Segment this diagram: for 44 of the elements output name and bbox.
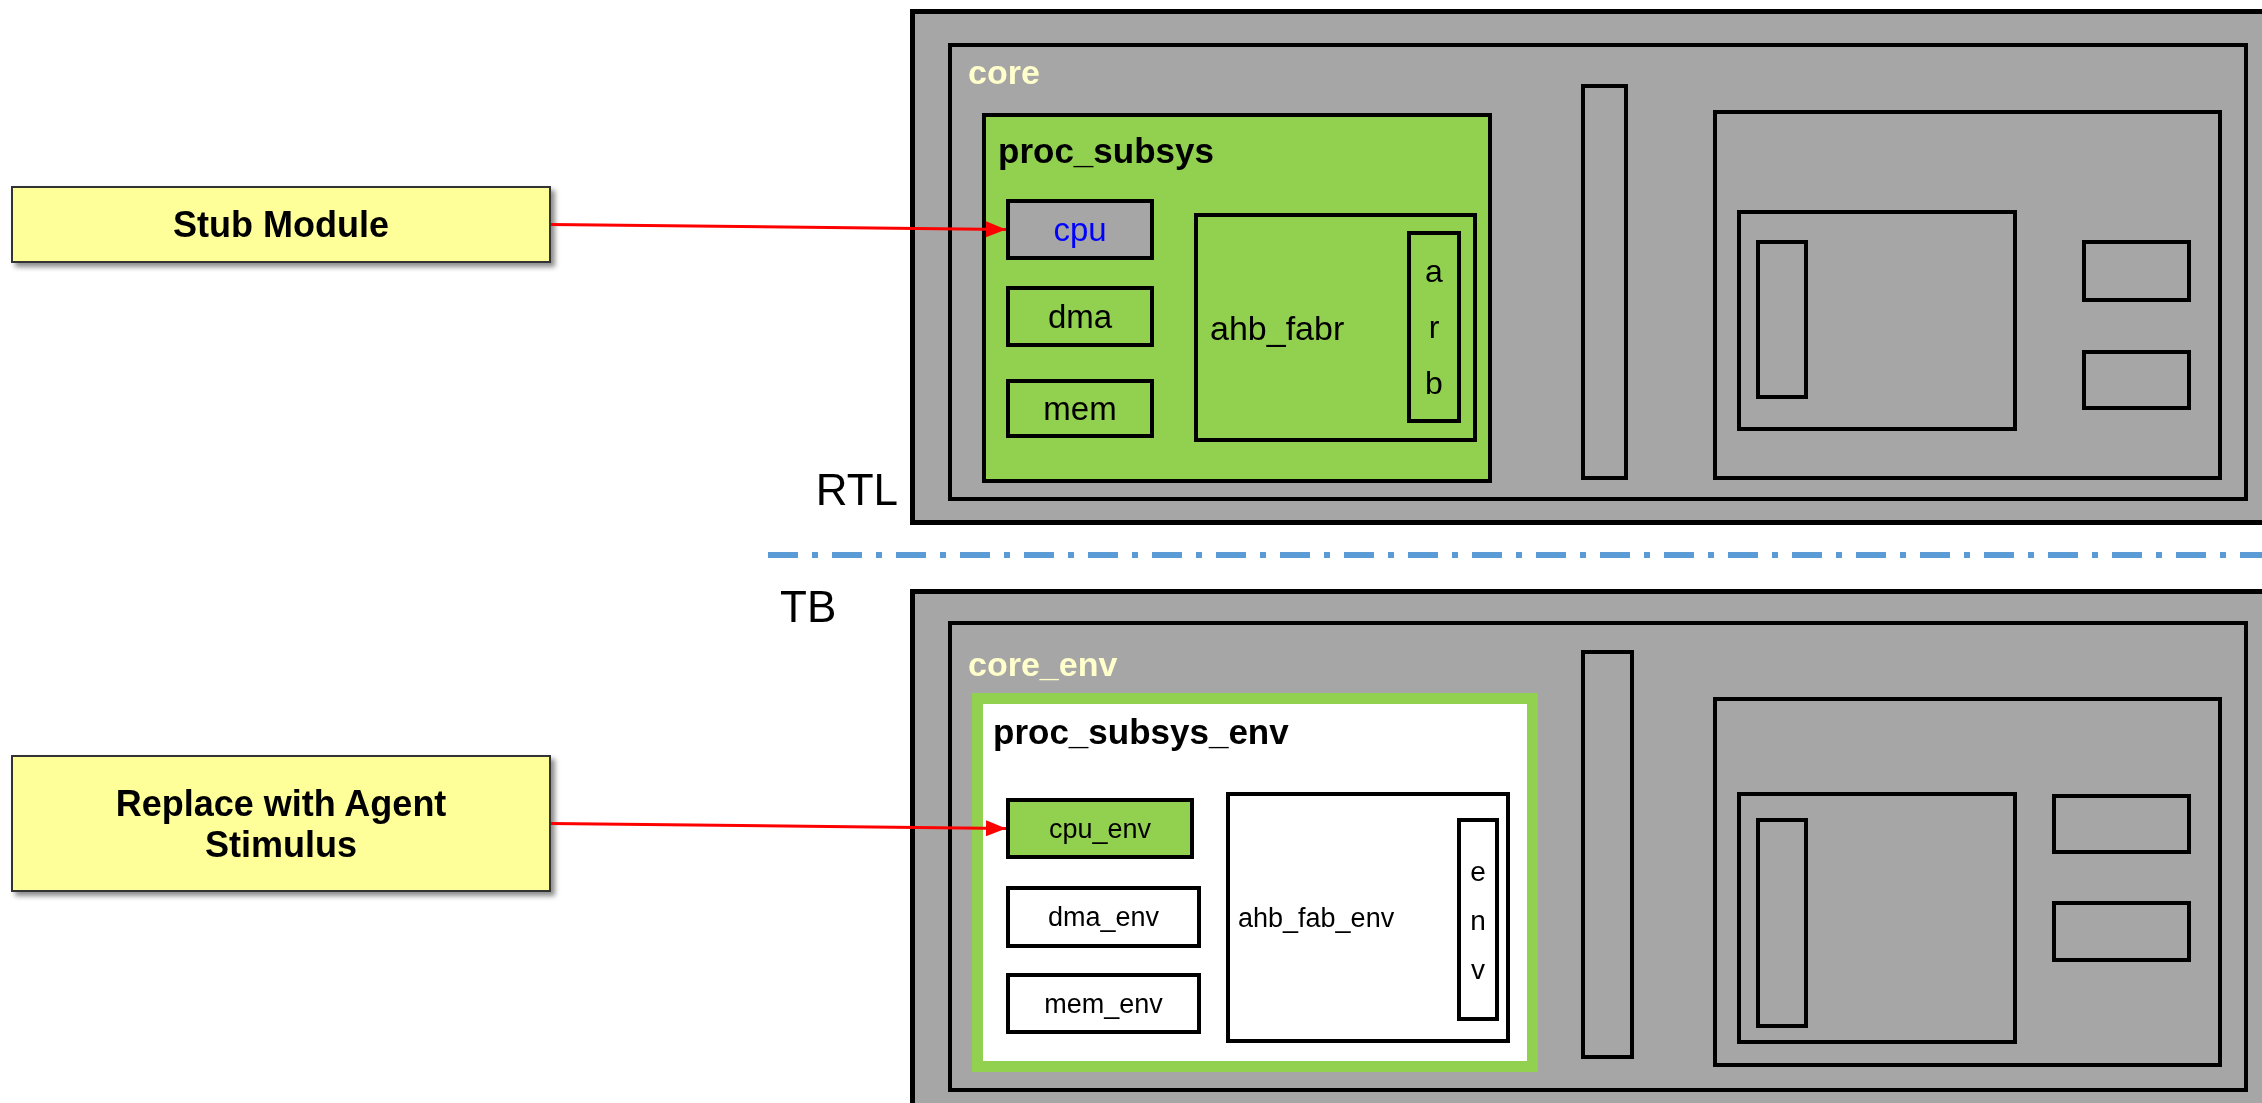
module-label: proc_subsys_env: [993, 712, 1289, 752]
block-box: [2082, 350, 2191, 410]
module-box: [1006, 798, 1194, 859]
block-box: [1713, 697, 2222, 1067]
module-box: [1006, 379, 1154, 438]
block-box: [2052, 794, 2191, 854]
module-box: [982, 113, 1492, 483]
module-label: mem_env: [1044, 988, 1163, 1019]
module-label: core_env: [968, 645, 1118, 684]
module-box: [1006, 286, 1154, 347]
module-label: dma: [1047, 297, 1113, 336]
module-label: proc_subsys: [998, 131, 1214, 171]
section-label: RTL: [814, 465, 898, 515]
module-box: [1457, 818, 1499, 1021]
block-box: [1581, 84, 1628, 480]
block-box: [1581, 650, 1634, 1059]
module-box: [1226, 792, 1510, 1043]
module-label: cpu_env: [1048, 813, 1152, 844]
section-label: TB: [780, 582, 838, 632]
module-label: arb: [1424, 252, 1444, 403]
block-box: [1737, 210, 2017, 431]
block-box: [1737, 792, 2017, 1044]
block-box: [2052, 901, 2191, 962]
module-label: ahb_fabr: [1210, 308, 1345, 347]
callout-box: [11, 755, 551, 892]
module-box: [972, 693, 1538, 1072]
module-label: env: [1469, 854, 1487, 986]
block-box: [1756, 240, 1808, 399]
module-box: [1407, 231, 1461, 423]
callout-box: [11, 186, 551, 263]
module-label: mem: [1043, 389, 1117, 428]
block-box: [1713, 110, 2222, 480]
module-label: core: [968, 53, 1040, 92]
module-box: [1006, 973, 1201, 1034]
module-label: ahb_fab_env: [1238, 902, 1395, 933]
block-box: [2082, 240, 2191, 302]
callout-text: Stub Module: [172, 203, 390, 246]
callout-text: Replace with Agent Stimulus: [114, 782, 448, 865]
block-box: [1756, 818, 1808, 1028]
module-box: [1006, 886, 1201, 948]
module-label: cpu: [1053, 210, 1107, 249]
module-box: [1194, 213, 1477, 442]
module-label: dma_env: [1047, 901, 1160, 933]
module-box: [1006, 199, 1154, 260]
